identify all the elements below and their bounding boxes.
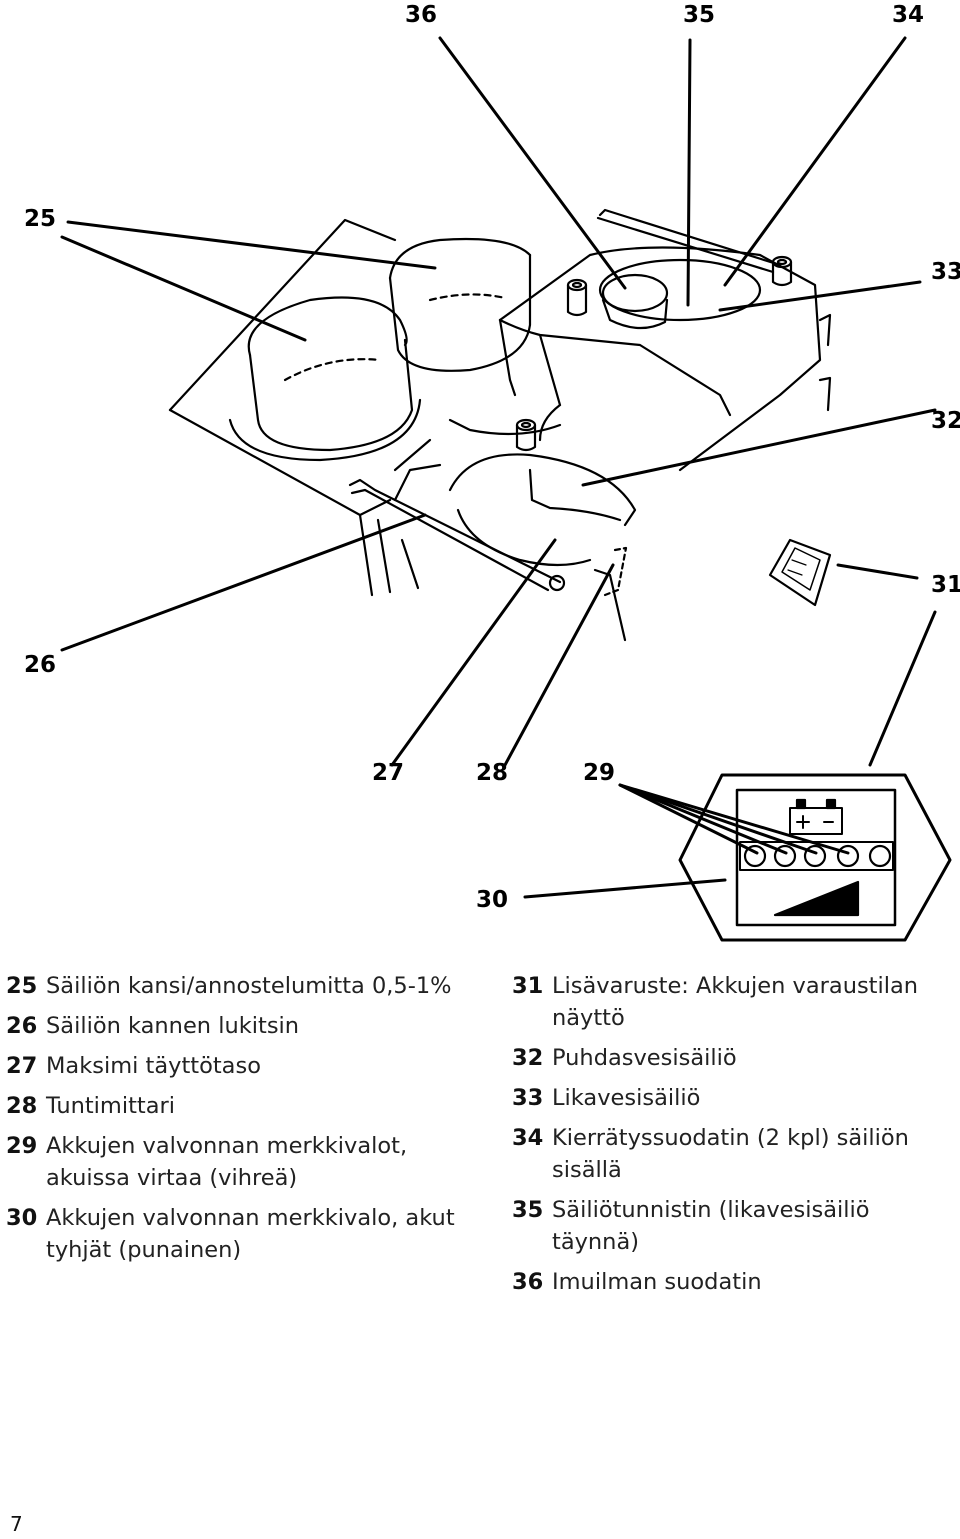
battery-indicator-panel [678,773,952,942]
legend-item: 36 Imuilman suodatin [512,1266,958,1298]
legend-text: Imuilman suodatin [552,1269,762,1295]
lid-lock-rod [348,478,566,592]
legend-number: 35 [512,1197,544,1223]
callout-26: 26 [24,652,56,678]
legend-item: 34 Kierrätyssuodatin (2 kpl) säiliön sis… [512,1122,958,1186]
tank-lid-right [388,237,532,372]
legend-number: 28 [6,1093,38,1119]
legend-item: 31 Lisävaruste: Akkujen varaustilan näyt… [512,970,958,1034]
legend-number: 30 [6,1205,38,1231]
legend-right: 31 Lisävaruste: Akkujen varaustilan näyt… [512,970,958,1306]
legend-text: Kierrätyssuodatin (2 kpl) säiliön sisäll… [552,1125,909,1183]
dirty-water-tank [498,208,822,472]
filter-post-right [771,255,793,287]
legend-item: 27 Maksimi täyttötaso [6,1050,496,1082]
charge-level-wedge [773,880,860,917]
callout-27: 27 [372,760,404,786]
legend-number: 27 [6,1053,38,1079]
legend-item: 35 Säiliötunnistin (likavesisäiliö täynn… [512,1194,958,1258]
legend-text: Akkujen valvonnan merkkivalot, akuissa v… [46,1133,408,1191]
legend-text: Likavesisäiliö [552,1085,701,1111]
legend-number: 29 [6,1133,38,1159]
callout-33: 33 [931,259,960,285]
legend-text: Säiliön kansi/annostelumitta 0,5-1% [46,973,452,999]
callout-34: 34 [892,2,924,28]
legend-text: Maksimi täyttötaso [46,1053,261,1079]
legend-left: 25 Säiliön kansi/annostelumitta 0,5-1% 2… [6,970,496,1274]
battery-led-5 [868,844,892,868]
legend-text: Säiliötunnistin (likavesisäiliö täynnä) [552,1197,870,1255]
callout-32: 32 [931,408,960,434]
callout-28: 28 [476,760,508,786]
battery-led-1 [743,844,767,868]
page-number: 7 [10,1512,23,1536]
legend-number: 32 [512,1045,544,1071]
callout-30: 30 [476,887,508,913]
legend-text: Säiliön kannen lukitsin [46,1013,300,1039]
legend-text: Akkujen valvonnan merkkivalo, akut tyhjä… [46,1205,455,1263]
battery-indicator-small [768,538,832,607]
callout-25: 25 [24,206,56,232]
callout-36: 36 [405,2,437,28]
callout-31: 31 [931,572,960,598]
leader-lines [60,36,937,899]
legend-item: 28 Tuntimittari [6,1090,496,1122]
legend-number: 31 [512,973,544,999]
legend-number: 25 [6,973,38,999]
legend-item: 32 Puhdasvesisäiliö [512,1042,958,1074]
legend-number: 36 [512,1269,544,1295]
legend-item: 33 Likavesisäiliö [512,1082,958,1114]
legend-text: Puhdasvesisäiliö [552,1045,737,1071]
tank-lid-left [228,296,422,462]
callout-35: 35 [683,2,715,28]
max-fill-level-marker [603,546,628,597]
machine-platform [168,218,832,642]
battery-led-3 [803,844,827,868]
legend-item: 26 Säiliön kannen lukitsin [6,1010,496,1042]
legend-item: 29 Akkujen valvonnan merkkivalot, akuiss… [6,1130,496,1194]
legend-text: Tuntimittari [46,1093,176,1119]
machine-diagram: 36 35 34 25 33 32 31 26 27 28 29 30 [24,2,960,942]
callout-29: 29 [583,760,615,786]
legend-text: Lisävaruste: Akkujen varaustilan näyttö [552,973,919,1031]
sensor-post-front [515,418,537,452]
battery-led-2 [773,844,797,868]
legend-number: 33 [512,1085,544,1111]
battery-led-4 [836,844,860,868]
legend-item: 30 Akkujen valvonnan merkkivalo, akut ty… [6,1202,496,1266]
filter-post-left [566,278,588,317]
legend-number: 34 [512,1125,544,1151]
legend-number: 26 [6,1013,38,1039]
clean-water-tank [393,418,637,567]
legend-item: 25 Säiliön kansi/annostelumitta 0,5-1% [6,970,496,1002]
